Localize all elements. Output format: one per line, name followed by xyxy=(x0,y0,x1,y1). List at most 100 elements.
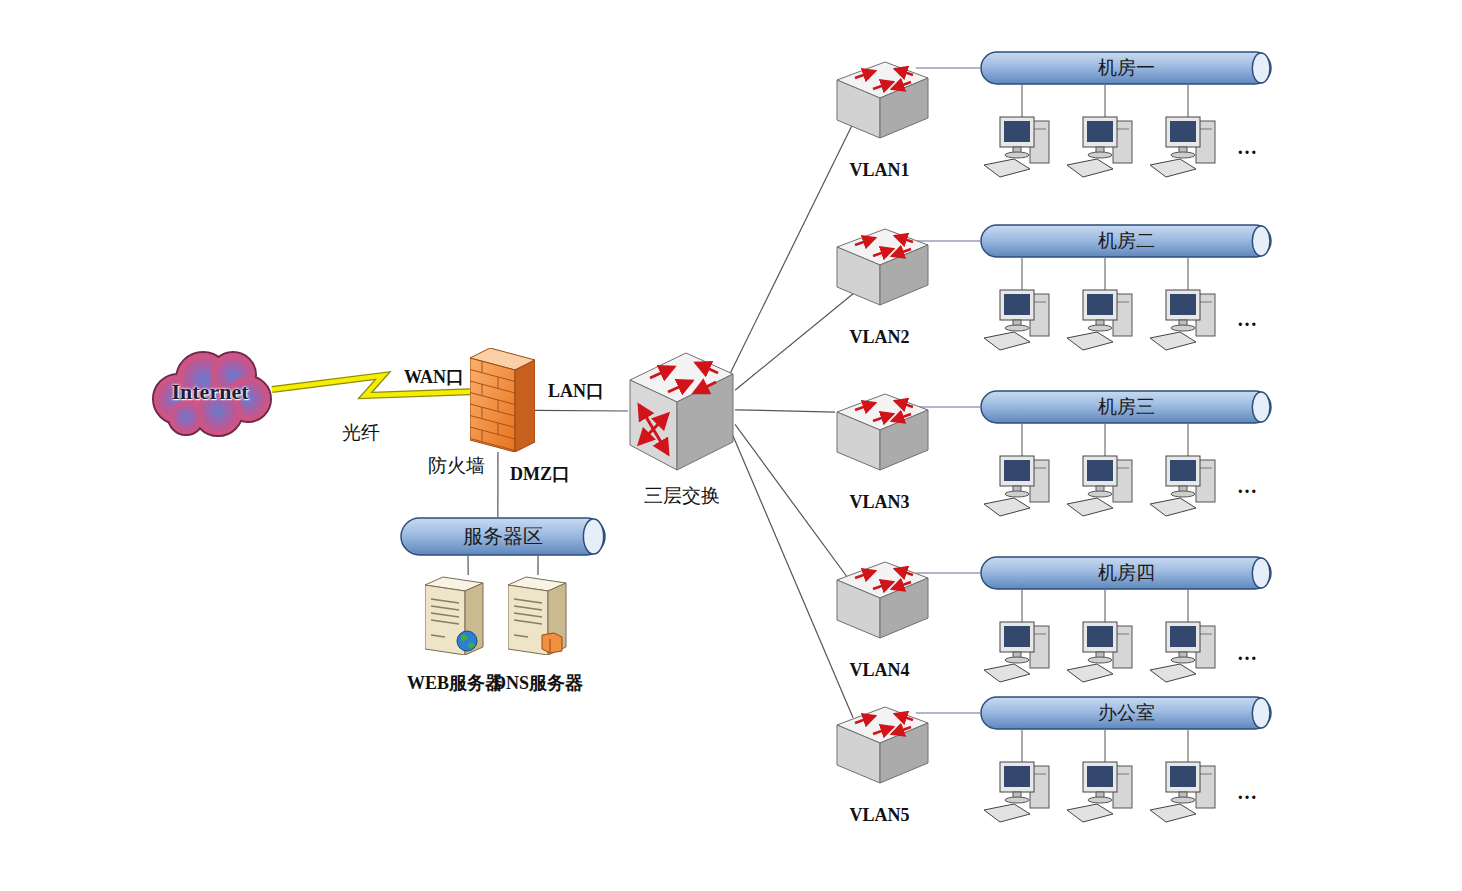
ellipsis-mark: … xyxy=(1237,642,1257,665)
pc-tower-slot xyxy=(1033,774,1046,775)
pc-base xyxy=(1088,152,1112,158)
drop-line xyxy=(1105,730,1106,762)
pc-base xyxy=(1005,491,1029,497)
pc-monitor xyxy=(1000,290,1034,320)
node-label: 机房一 xyxy=(1098,55,1155,81)
drop-line xyxy=(1188,85,1189,117)
pc-keyboard xyxy=(1150,159,1196,177)
link-line xyxy=(467,556,468,575)
pc-base xyxy=(1171,657,1195,663)
link-segment xyxy=(535,410,628,412)
drop-line xyxy=(1188,258,1189,290)
drop-line xyxy=(1105,258,1106,290)
pc-monitor xyxy=(1083,762,1117,792)
pc-tower-slot xyxy=(1033,129,1046,130)
pc-screen xyxy=(1170,294,1196,315)
device-label: 三层交换 xyxy=(644,483,720,509)
pc-keyboard xyxy=(1067,804,1113,822)
pc-icon xyxy=(1067,117,1132,177)
device-node: DNS服务器 xyxy=(508,575,568,655)
pc-keyboard xyxy=(1067,664,1113,682)
link-line xyxy=(735,293,854,390)
pc-icon xyxy=(1067,622,1132,682)
node-label: Internet xyxy=(172,379,249,405)
band-node: 机房一 xyxy=(980,51,1272,85)
link-line xyxy=(916,573,980,574)
pc-screen xyxy=(1004,121,1030,142)
pc-tower-slot xyxy=(1033,634,1046,635)
pc-screen xyxy=(1170,766,1196,787)
pc-icon xyxy=(984,456,1049,516)
dns-server-icon xyxy=(508,575,568,655)
pc-screen xyxy=(1087,294,1113,315)
pc-base xyxy=(1088,491,1112,497)
link-line xyxy=(733,435,853,717)
port-label: LAN口 xyxy=(548,379,604,403)
link-line xyxy=(735,424,848,578)
link-line xyxy=(916,407,980,408)
node-label: 机房四 xyxy=(1098,560,1155,586)
pc-monitor xyxy=(1166,290,1200,320)
link-segment xyxy=(916,406,980,407)
pc-tower-slot xyxy=(1199,302,1212,303)
pc-tower-slot xyxy=(1116,302,1129,303)
pc-tower-slot xyxy=(1116,468,1129,469)
drop-line xyxy=(1188,424,1189,456)
device-node: VLAN3 xyxy=(835,390,930,472)
pc-tower-slot xyxy=(1199,129,1212,130)
pc-base xyxy=(1171,797,1195,803)
device-label: VLAN4 xyxy=(849,660,909,681)
pc-keyboard xyxy=(1067,332,1113,350)
pc-icon xyxy=(984,762,1049,822)
device-node: VLAN2 xyxy=(835,225,930,307)
link-segment xyxy=(537,556,538,575)
pc-monitor xyxy=(1166,117,1200,147)
pc-icon xyxy=(1067,290,1132,350)
pc-monitor xyxy=(1083,117,1117,147)
pc-monitor xyxy=(1166,762,1200,792)
drop-line xyxy=(1022,730,1023,762)
pc-keyboard xyxy=(1150,498,1196,516)
pc-tower-slot xyxy=(1116,129,1129,130)
pc-icon xyxy=(1150,622,1215,682)
link-segment xyxy=(916,712,980,713)
pc-icon xyxy=(1150,117,1215,177)
link-segment xyxy=(497,452,498,517)
cloud-node: Internet xyxy=(148,343,272,440)
device-node: 防火墙 xyxy=(470,348,535,452)
pc-tower-slot xyxy=(1199,634,1212,635)
link-line xyxy=(497,452,498,517)
pc-base xyxy=(1088,325,1112,331)
pc-icon xyxy=(984,290,1049,350)
pc-keyboard xyxy=(1067,159,1113,177)
pc-screen xyxy=(1004,294,1030,315)
pc-screen xyxy=(1087,766,1113,787)
drop-line xyxy=(1188,730,1189,762)
switch-icon xyxy=(835,390,930,472)
switch-icon xyxy=(835,558,930,640)
pc-icon xyxy=(1150,762,1215,822)
device-label: VLAN1 xyxy=(849,160,909,181)
link-segment xyxy=(735,410,835,412)
link-line xyxy=(916,241,980,242)
device-node: VLAN5 xyxy=(835,703,930,785)
pc-screen xyxy=(1004,626,1030,647)
node-label: 机房三 xyxy=(1098,394,1155,420)
port-label: WAN口 xyxy=(404,365,464,389)
device-label: 防火墙 xyxy=(428,453,485,479)
device-label: DNS服务器 xyxy=(493,671,583,695)
pc-monitor xyxy=(1000,456,1034,486)
drop-line xyxy=(1022,590,1023,622)
pc-icon xyxy=(984,117,1049,177)
pc-tower-slot xyxy=(1116,774,1129,775)
pc-tower-slot xyxy=(1199,774,1212,775)
pc-tower-slot xyxy=(1033,468,1046,469)
drop-line xyxy=(1188,590,1189,622)
pc-tower-slot xyxy=(1033,302,1046,303)
pc-keyboard xyxy=(984,498,1030,516)
web-server-icon xyxy=(425,575,485,655)
drop-line xyxy=(1022,258,1023,290)
pc-tower-slot xyxy=(1116,634,1129,635)
